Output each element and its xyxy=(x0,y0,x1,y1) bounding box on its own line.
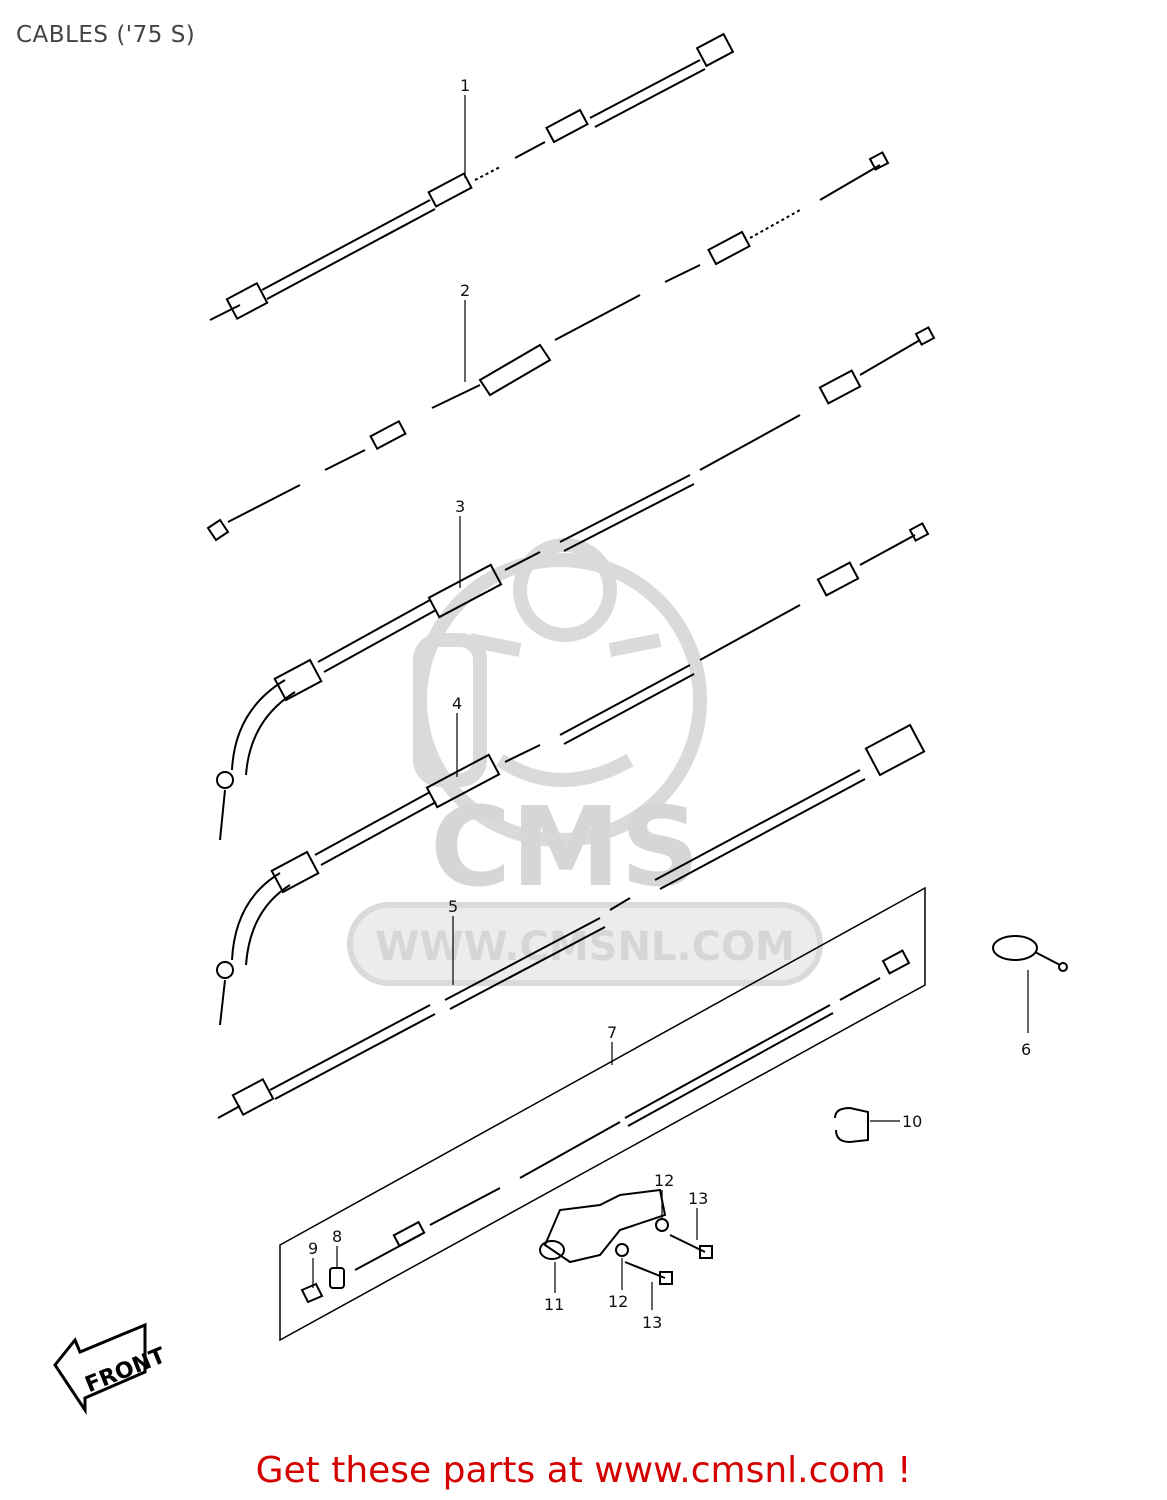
callout-13-lower: 13 xyxy=(642,1313,662,1332)
watermark-site: WWW.CMSNL.COM xyxy=(375,924,795,970)
callout-5: 5 xyxy=(448,897,458,916)
callout-2: 2 xyxy=(460,281,470,300)
cable-bracket xyxy=(539,1188,667,1264)
callout-8: 8 xyxy=(332,1227,342,1246)
bolt-13 xyxy=(624,1234,713,1285)
callout-12-lower: 12 xyxy=(608,1292,628,1311)
nut-8 xyxy=(329,1267,345,1289)
callout-6: 6 xyxy=(1021,1040,1031,1059)
callout-1: 1 xyxy=(460,76,470,95)
callout-10: 10 xyxy=(902,1112,922,1131)
callout-12-upper: 12 xyxy=(654,1171,674,1190)
callout-7: 7 xyxy=(607,1023,617,1042)
watermark-brand: CMS xyxy=(430,783,699,911)
cable-7 xyxy=(354,949,911,1271)
part-6-loop xyxy=(992,935,1068,972)
cable-4 xyxy=(216,522,930,1026)
cable-5 xyxy=(217,723,926,1119)
part-10-clip xyxy=(834,1106,869,1144)
watermark: CMS WWW.CMSNL.COM xyxy=(347,538,823,986)
cable-1 xyxy=(209,32,735,321)
callout-13-upper: 13 xyxy=(688,1189,708,1208)
cable-3 xyxy=(216,326,936,841)
watermark-mascot-icon xyxy=(413,538,707,847)
footer-link-text[interactable]: Get these parts at www.cmsnl.com ! xyxy=(255,1450,912,1491)
washer-12 xyxy=(615,1218,669,1257)
callout-3: 3 xyxy=(455,497,465,516)
watermark-banner xyxy=(347,902,823,986)
callout-4: 4 xyxy=(452,694,462,713)
callout-9: 9 xyxy=(308,1239,318,1258)
nut-9 xyxy=(300,1282,324,1304)
cable-2 xyxy=(206,151,890,542)
leader-lines xyxy=(312,95,1029,1310)
callout-11: 11 xyxy=(544,1295,564,1314)
cable-7-panel xyxy=(279,886,926,1342)
front-arrow-icon: FRONT xyxy=(53,1322,169,1415)
page-title: CABLES ('75 S) xyxy=(16,22,196,48)
